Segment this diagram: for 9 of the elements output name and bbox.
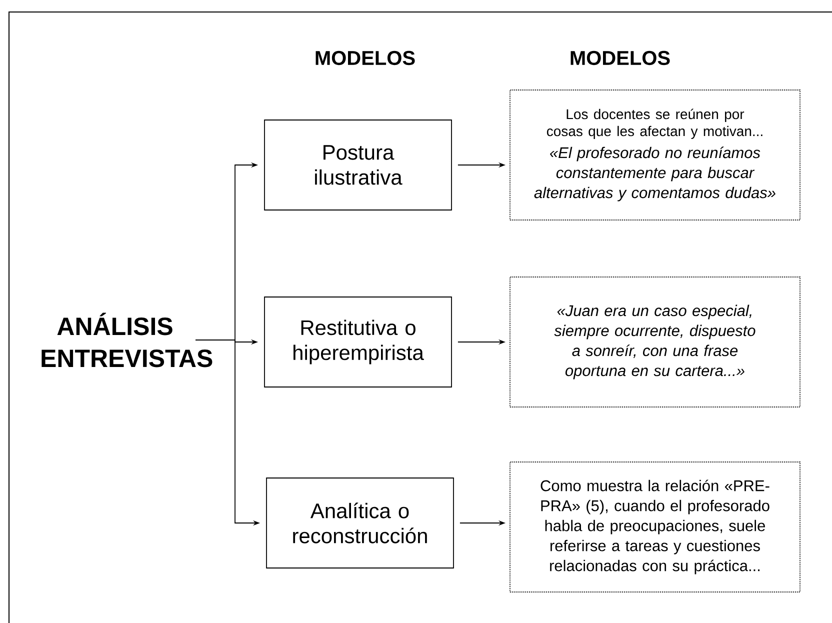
- quote-box: Como muestra la relación «PRE-PRA» (5), cuando el profesorado habla de preocupaciones, suele referirse a tareas y cuestiones relacionadas con su práctica...: [510, 462, 800, 592]
- column-heading: MODELOS: [570, 50, 670, 66]
- column-heading: MODELOS: [316, 50, 415, 66]
- quote-box: Los docentes se reúnen por cosas que les afectan y motivan... «El profesorado no reuníamos constantemente para buscar alternativas y comentamos dudas»: [510, 90, 800, 220]
- model-box: Analítica o reconstrucción: [266, 478, 454, 568]
- model-box: Postura ilustrativa: [264, 120, 452, 210]
- model-box: Restitutiva o hiperempirista: [264, 296, 452, 388]
- heading-text: ANÁLISIS ENTREVISTAS: [42, 312, 212, 368]
- quote-box: «Juan era un caso especial, siempre ocurrente, dispuesto a sonreír, con una frase oportuna en su cartera...»: [510, 276, 800, 408]
